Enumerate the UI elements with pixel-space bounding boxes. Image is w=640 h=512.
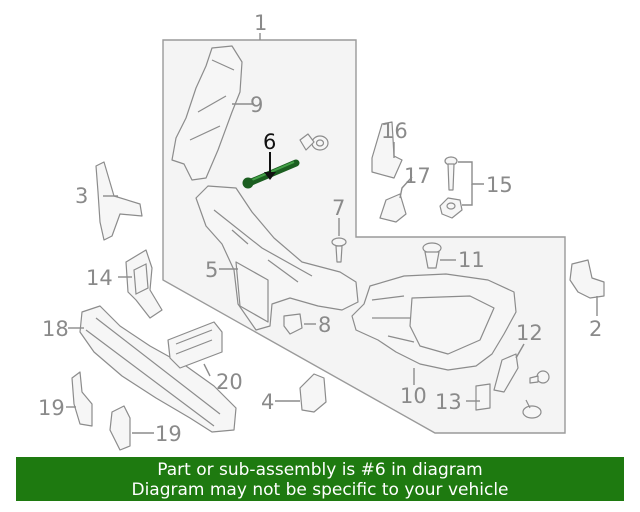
washer-nut	[299, 133, 329, 151]
part-2-bracket	[569, 259, 605, 299]
part-8-clip	[283, 313, 303, 335]
callout-7: 7	[332, 196, 345, 220]
callout-17: 17	[404, 164, 431, 188]
part-16-bracket	[371, 121, 403, 179]
callout-20: 20	[216, 370, 243, 394]
callout-5: 5	[205, 258, 218, 282]
callout-11: 11	[458, 248, 485, 272]
leader-lines	[66, 33, 598, 434]
part-10-bracket	[351, 273, 517, 371]
bolt-right-2	[522, 399, 542, 419]
part-18-bar	[79, 305, 237, 433]
callout-14: 14	[86, 266, 113, 290]
part-19-bracket-upper	[71, 371, 93, 427]
part-15-bolt	[444, 156, 458, 191]
part-9-bracket	[171, 45, 243, 181]
banner-line-2: Diagram may not be specific to your vehi…	[131, 480, 509, 500]
part-13-clip	[475, 383, 491, 411]
part-12-bracket	[493, 353, 519, 393]
banner-line-1: Part or sub-assembly is #6 in diagram	[157, 460, 483, 480]
callout-9: 9	[250, 93, 263, 117]
callout-4: 4	[261, 390, 274, 414]
part-14-bracket	[125, 249, 163, 319]
callout-10: 10	[400, 384, 427, 408]
callout-12: 12	[516, 321, 543, 345]
callout-1: 1	[254, 11, 267, 35]
callout-19-lower: 19	[155, 422, 182, 446]
callout-18: 18	[42, 317, 69, 341]
callout-2: 2	[589, 317, 602, 341]
part-7-screw	[331, 237, 347, 263]
parts-diagram: 1 2 3 4 5 6 7 8 9 10 11 12 13 14 15 16 1…	[38, 11, 605, 451]
callout-8: 8	[318, 313, 331, 337]
part-17-bracket	[379, 193, 407, 223]
part-20-bracket	[167, 321, 223, 369]
part-19-bracket-lower	[109, 405, 131, 451]
callout-16: 16	[381, 119, 408, 143]
part-3-bracket	[95, 161, 143, 241]
callout-3: 3	[75, 184, 88, 208]
part-4-bracket	[299, 373, 327, 413]
callout-6: 6	[263, 130, 276, 154]
part-11-clip	[422, 242, 442, 269]
bolt-right-1	[529, 370, 550, 384]
info-banner: Part or sub-assembly is #6 in diagram Di…	[16, 457, 624, 501]
part-5-carrier	[195, 185, 359, 331]
callout-19-upper: 19	[38, 396, 65, 420]
callout-13: 13	[435, 390, 462, 414]
part-15-nut	[439, 197, 463, 219]
callout-15: 15	[486, 173, 513, 197]
